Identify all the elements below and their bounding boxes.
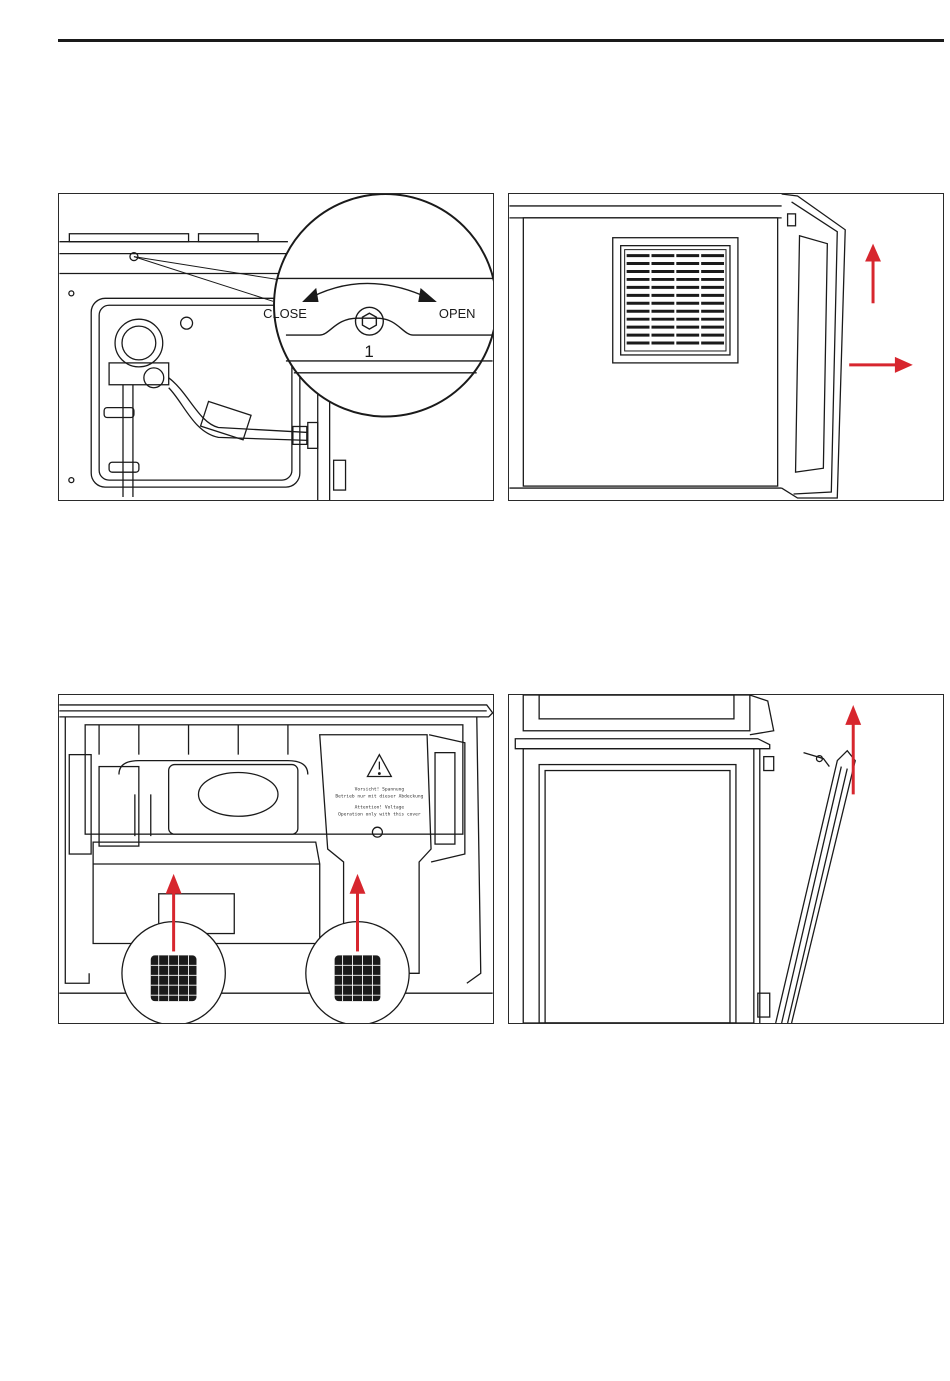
- warning-line-4: Operation only with this cover: [338, 811, 421, 817]
- header-rule: [58, 39, 944, 42]
- open-label: OPEN: [439, 306, 476, 321]
- figure-cover-feet-panel: Vorsicht! Spannung Betrieb nur mit diese…: [58, 694, 494, 1024]
- door-lift-illustration: [509, 695, 943, 1023]
- callout-number: 1: [364, 342, 373, 361]
- valve-illustration: CLOSE OPEN 1: [59, 194, 493, 500]
- figure-door-lift-panel: [508, 694, 944, 1024]
- cover-feet-illustration: Vorsicht! Spannung Betrieb nur mit diese…: [59, 695, 493, 1023]
- warning-line-1: Vorsicht! Spannung: [355, 786, 405, 792]
- figure-door-vent-panel: [508, 193, 944, 501]
- warning-line-2: Betrieb nur mit dieser Abdeckung: [335, 793, 423, 799]
- warning-line-3: Attention! Voltage: [355, 804, 405, 810]
- close-label: CLOSE: [263, 306, 307, 321]
- door-vent-illustration: [509, 194, 943, 500]
- figure-valve-panel: CLOSE OPEN 1: [58, 193, 494, 501]
